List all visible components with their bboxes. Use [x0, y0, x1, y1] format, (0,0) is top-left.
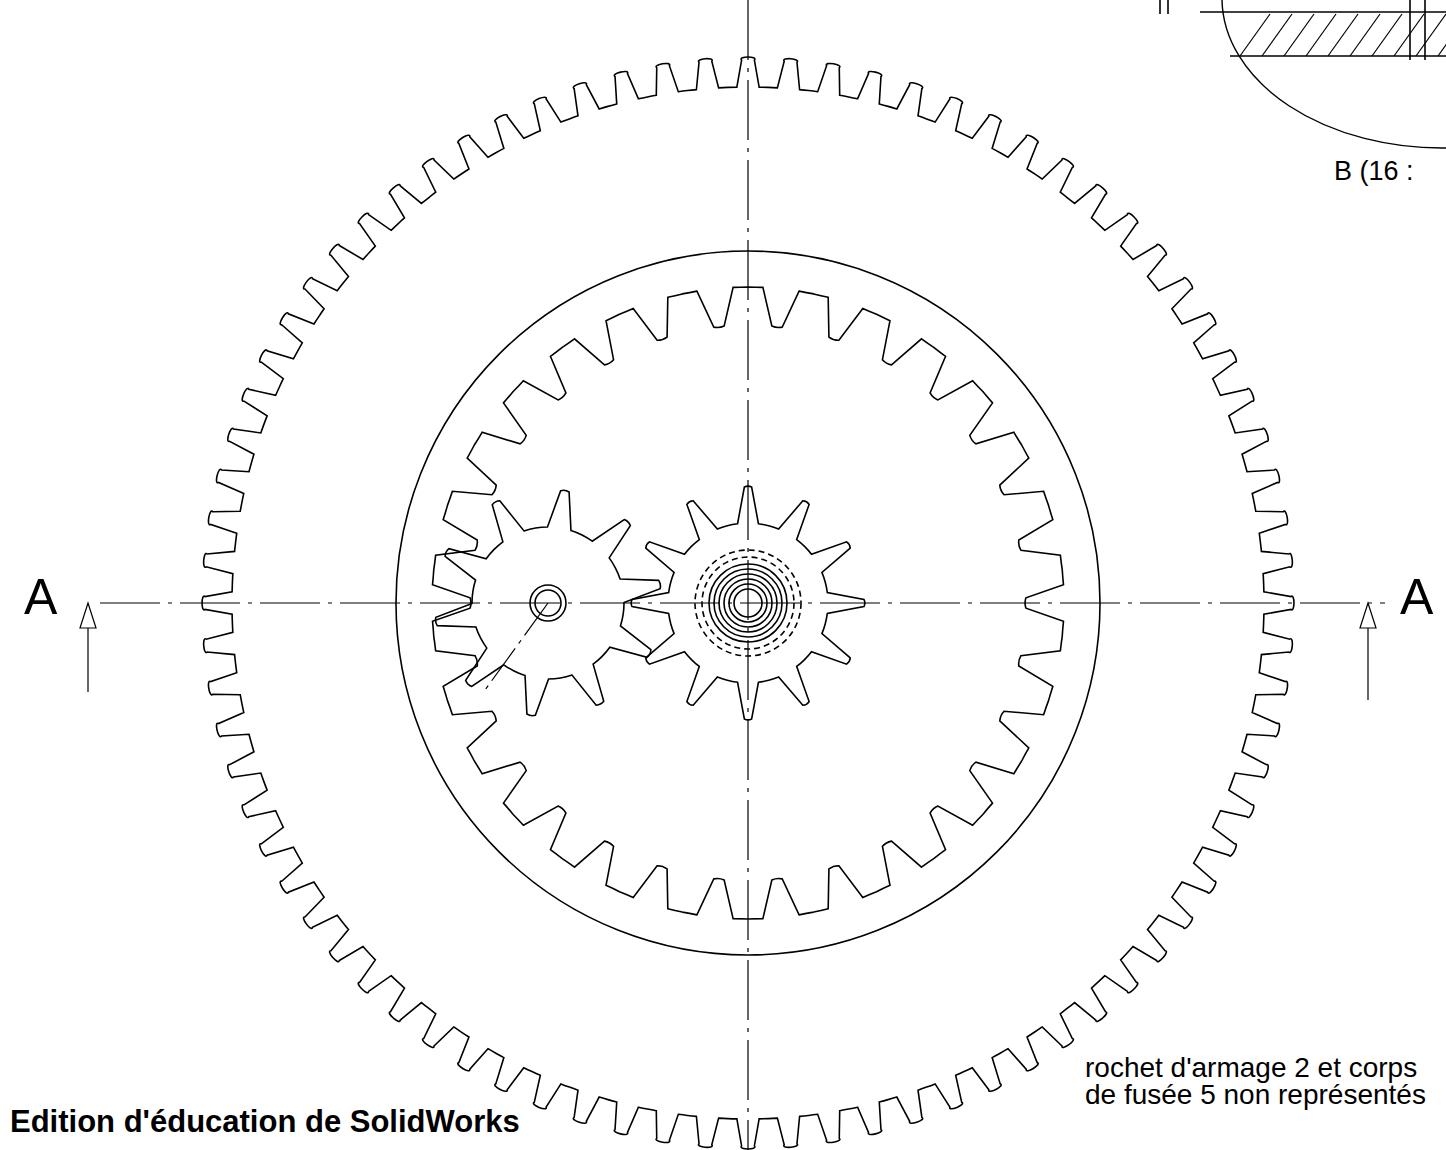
- planet-gear: [436, 490, 661, 715]
- hatch-line: [1262, 14, 1292, 56]
- hidden-circle: [702, 557, 794, 649]
- hatch-line: [1394, 14, 1424, 56]
- hidden-circle: [695, 550, 801, 656]
- center-line: [485, 603, 548, 690]
- hatch-line: [1328, 14, 1358, 56]
- hatch-line: [1284, 14, 1314, 56]
- section-arrow: [80, 603, 96, 628]
- detail-outline: [1222, 0, 1446, 148]
- detail-line: [1167, 0, 1169, 14]
- detail-label: B (16 :: [1334, 158, 1414, 185]
- center-line: [747, 0, 748, 1150]
- detail-line: [1159, 0, 1161, 14]
- watermark: Edition d'éducation de SolidWorks: [10, 1106, 520, 1137]
- hatch-line: [1416, 14, 1446, 56]
- sun-gear: [631, 486, 865, 720]
- planet-bore: [535, 590, 561, 616]
- hatch-line: [1350, 14, 1380, 56]
- detail-line: [1200, 11, 1446, 13]
- outer-gear: [202, 57, 1294, 1149]
- shaft-circle: [724, 579, 772, 627]
- planet-bore: [530, 585, 566, 621]
- shaft-circle: [734, 589, 762, 617]
- section-line: [100, 602, 1385, 603]
- hatch-line: [1372, 14, 1402, 56]
- section-arrow: [1360, 603, 1376, 628]
- shaft-circle: [729, 584, 767, 622]
- section-letter: A: [1400, 572, 1433, 622]
- shaft-circle: [714, 569, 782, 637]
- hatch-line: [1240, 14, 1270, 56]
- shaft-circle: [719, 574, 777, 632]
- shaft-circle: [709, 564, 787, 642]
- detail-line: [1409, 0, 1411, 60]
- internal-gear: [433, 287, 1064, 919]
- section-letter: A: [24, 572, 57, 622]
- hatching: [1240, 14, 1446, 56]
- hatch-line: [1306, 14, 1336, 56]
- ring-body: [396, 251, 1100, 955]
- hatch-line: [1438, 14, 1446, 56]
- detail-line: [1424, 0, 1426, 60]
- note: rochet d'armage 2 et corps de fusée 5 no…: [1085, 1055, 1430, 1108]
